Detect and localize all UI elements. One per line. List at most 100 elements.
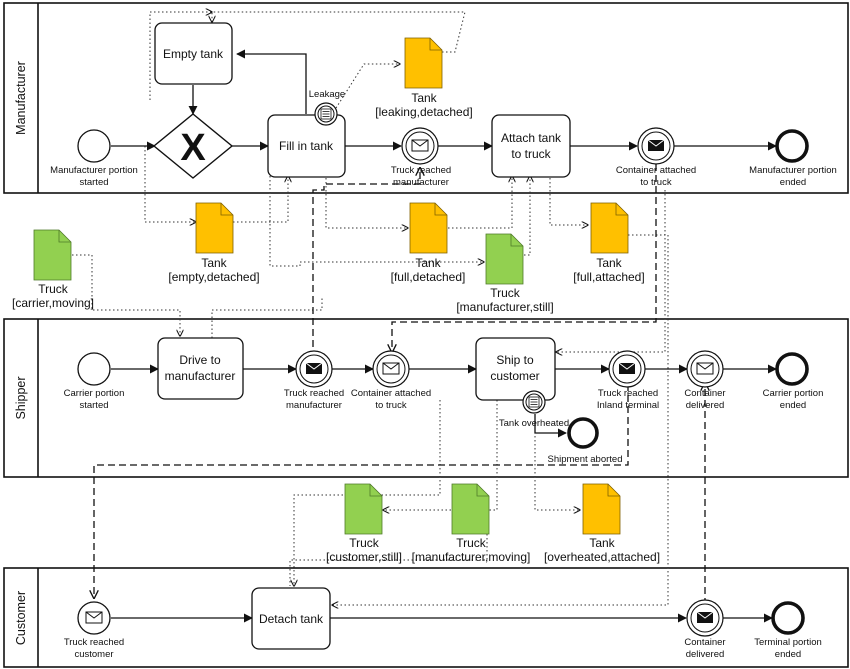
event-label: Container attached <box>351 388 431 399</box>
event-carrier-end[interactable] <box>775 352 809 386</box>
sequence-flows <box>111 49 777 623</box>
event-mfr-container-attached[interactable] <box>637 127 675 165</box>
event-label: Container <box>684 388 725 399</box>
data-associations <box>72 12 669 605</box>
event-label: Truck reached <box>64 637 124 648</box>
data-object-label: Tank <box>411 91 437 105</box>
event-label: Truck reached <box>598 388 658 399</box>
pool-shipper-label: Shipper <box>14 376 28 419</box>
event-label: Carrier portion <box>64 388 125 399</box>
task-label: Empty tank <box>163 47 224 61</box>
event-cust-truck-reached[interactable] <box>77 601 111 635</box>
pool-manufacturer-label: Manufacturer <box>14 61 28 135</box>
envelope-filled-icon <box>647 139 665 151</box>
event-label: Inland terminal <box>597 400 659 411</box>
data-object-label: Tank <box>201 256 227 270</box>
pool-shipper: Shipper <box>3 318 849 478</box>
event-shp-container-delivered[interactable] <box>686 350 724 388</box>
envelope-icon <box>696 362 714 375</box>
envelope-icon <box>85 611 103 624</box>
data-object-label: [leaking,detached] <box>375 105 472 119</box>
task-label: Attach tank <box>501 131 562 145</box>
envelope-filled-icon <box>305 362 323 374</box>
event-shp-truck-reached[interactable] <box>295 350 333 388</box>
task-empty-tank[interactable]: Empty tank <box>154 22 233 85</box>
event-inland-terminal[interactable] <box>608 350 646 388</box>
event-manufacturer-start[interactable] <box>77 129 111 163</box>
pool-customer-label: Customer <box>14 591 28 645</box>
envelope-icon <box>382 362 400 375</box>
data-object-tank-overheated[interactable] <box>582 483 621 535</box>
data-object-label: [manufacturer,moving] <box>412 550 531 564</box>
task-label: Detach tank <box>259 612 324 626</box>
data-object-truck-customer-still[interactable] <box>344 483 383 535</box>
event-label: Container attached <box>616 165 696 176</box>
envelope-filled-icon <box>618 362 636 374</box>
event-label: Carrier portion <box>763 388 824 399</box>
task-ship-to-customer[interactable]: Ship to customer <box>475 337 556 401</box>
data-object-tank-full-detached[interactable] <box>409 202 448 254</box>
data-object-label: [full,attached] <box>573 270 644 284</box>
data-object-label: Truck <box>38 282 69 296</box>
data-object-label: Tank <box>415 256 441 270</box>
data-object-tank-leaking[interactable] <box>404 37 443 89</box>
data-object-label: Truck <box>349 536 380 550</box>
event-label: Manufacturer portion <box>50 165 138 176</box>
event-shp-container-attached[interactable] <box>372 350 410 388</box>
conditional-icon <box>320 108 332 120</box>
boundary-event-leakage[interactable] <box>314 102 338 126</box>
event-label: delivered <box>686 400 725 411</box>
event-terminal-end[interactable] <box>771 601 805 635</box>
event-shipment-aborted[interactable] <box>567 417 599 449</box>
task-label: customer <box>490 369 539 383</box>
gateway-x-icon: X <box>180 127 206 169</box>
data-object-tank-empty[interactable] <box>195 202 234 254</box>
conditional-icon <box>528 396 540 408</box>
data-object-label: [manufacturer,still] <box>456 300 553 314</box>
event-label: Manufacturer portion <box>749 165 837 176</box>
message-flows <box>94 164 705 605</box>
event-label: Truck reached <box>391 165 451 176</box>
event-label: to truck <box>640 177 671 188</box>
event-cust-container-delivered[interactable] <box>686 599 724 637</box>
event-label: ended <box>775 649 801 660</box>
event-label: Leakage <box>309 89 345 100</box>
event-manufacturer-end[interactable] <box>775 129 809 163</box>
data-object-truck-manufacturer-still[interactable] <box>485 233 524 285</box>
boundary-event-tank-overheated[interactable] <box>522 390 546 414</box>
data-object-label: [carrier,moving] <box>12 296 94 310</box>
event-label: started <box>79 400 108 411</box>
task-attach-tank[interactable]: Attach tank to truck <box>491 114 571 178</box>
event-label: customer <box>74 649 113 660</box>
envelope-filled-icon <box>696 611 714 623</box>
task-label: Fill in tank <box>279 139 334 153</box>
event-label: to truck <box>375 400 406 411</box>
data-object-label: Tank <box>589 536 615 550</box>
task-label: manufacturer <box>165 369 236 383</box>
envelope-icon <box>411 139 429 152</box>
data-object-label: Tank <box>596 256 622 270</box>
event-label: delivered <box>686 649 725 660</box>
data-object-truck-carrier[interactable] <box>33 229 72 281</box>
data-object-label: [customer,still] <box>326 550 402 564</box>
gateway-exclusive[interactable]: X <box>152 113 234 179</box>
task-detach-tank[interactable]: Detach tank <box>251 587 331 650</box>
data-object-label: Truck <box>490 286 521 300</box>
task-drive-to-manufacturer[interactable]: Drive to manufacturer <box>157 337 244 400</box>
event-mfr-truck-reached[interactable] <box>401 127 439 165</box>
event-label: ended <box>780 177 806 188</box>
event-label: started <box>79 177 108 188</box>
task-fill-in-tank[interactable]: Fill in tank <box>267 114 346 178</box>
data-object-truck-manufacturer-moving[interactable] <box>451 483 490 535</box>
event-label: ended <box>780 400 806 411</box>
data-object-tank-full-attached[interactable] <box>590 202 629 254</box>
event-label: Shipment aborted <box>548 454 623 465</box>
event-carrier-start[interactable] <box>77 352 111 386</box>
task-label: Ship to <box>496 353 534 367</box>
event-label: manufacturer <box>393 177 449 188</box>
event-label: Container <box>684 637 725 648</box>
event-label: Tank overheated <box>499 418 569 429</box>
event-label: Truck reached <box>284 388 344 399</box>
data-object-label: [empty,detached] <box>168 270 259 284</box>
